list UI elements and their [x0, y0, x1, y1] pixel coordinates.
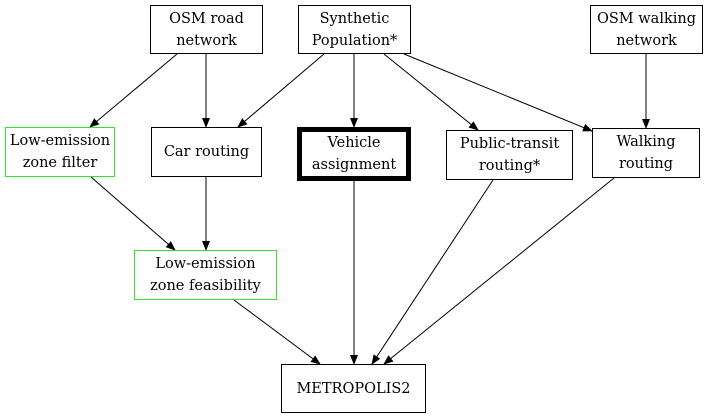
- synthetic-population-node: Synthetic Population*: [298, 5, 411, 54]
- node-label-line: OSM walking: [596, 10, 696, 27]
- node-label-line: network: [176, 32, 237, 49]
- arrow-lez-filter-to-lez-feasibility: [90, 176, 176, 251]
- arrow-synthetic-population-to-car-routing: [237, 53, 325, 128]
- arrow-lez-feasibility-to-metropolis: [233, 299, 321, 365]
- vehicle-assignment-node: Vehicle assignment: [297, 127, 411, 181]
- arrow-walking-routing-to-metropolis: [383, 177, 615, 365]
- osm-walking-network-node: OSM walking network: [590, 5, 703, 54]
- node-label-line: routing: [618, 156, 674, 172]
- node-label-line: assignment: [311, 157, 397, 173]
- node-label-line: Car routing: [163, 144, 250, 160]
- node-label-line: Synthetic: [319, 10, 390, 27]
- node-label-line: zone filter: [22, 155, 98, 171]
- node-label-line: METROPOLIS2: [296, 380, 411, 397]
- arrow-public-transit-to-metropolis: [371, 179, 494, 365]
- node-label-line: Low-emission: [9, 133, 111, 149]
- node-label-line: routing*: [478, 158, 541, 174]
- metropolis2-node: METROPOLIS2: [281, 364, 426, 413]
- node-label-line: network: [616, 32, 677, 49]
- car-routing-node: Car routing: [151, 127, 262, 177]
- node-label-line: Population*: [311, 32, 398, 49]
- walking-routing-node: Walking routing: [592, 128, 700, 178]
- node-label-line: OSM road: [169, 10, 244, 27]
- arrow-osm-road-to-lez-filter: [89, 53, 178, 128]
- arrow-synthetic-population-to-walking-routing: [403, 53, 593, 132]
- low-emission-zone-filter-node: Low-emission zone filter: [5, 127, 115, 177]
- node-label-line: Vehicle: [327, 135, 381, 151]
- node-label-line: Public-transit: [459, 136, 560, 152]
- arrow-synthetic-population-to-public-transit: [383, 53, 479, 131]
- node-label-line: Walking: [616, 134, 676, 150]
- node-label-line: Low-emission: [155, 256, 256, 272]
- node-label-line: zone feasibility: [150, 278, 261, 294]
- osm-road-network-node: OSM road network: [150, 5, 263, 54]
- public-transit-routing-node: Public-transit routing*: [446, 130, 573, 180]
- low-emission-zone-feasibility-node: Low-emission zone feasibility: [134, 250, 277, 300]
